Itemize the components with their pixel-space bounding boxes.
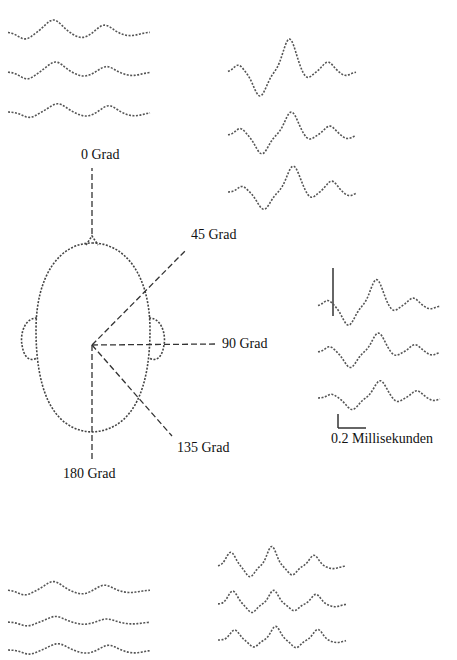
- waveform-trace: [8, 582, 150, 595]
- left-ear: [22, 318, 37, 359]
- angle-label: 90 Grad: [221, 336, 269, 352]
- direction-line: [92, 345, 172, 436]
- direction-line: [92, 344, 217, 345]
- scale-bar: [338, 427, 366, 429]
- waveform-trace: [8, 616, 150, 625]
- waveform-trace: [228, 112, 356, 154]
- scale-bar: [337, 414, 339, 428]
- direction-line: [91, 345, 92, 462]
- waveform-trace: [218, 626, 346, 647]
- angle-label: 180 Grad: [62, 466, 117, 482]
- waveform-trace: [8, 62, 150, 79]
- direction-line: [92, 250, 186, 345]
- waveform-trace: [218, 546, 346, 576]
- waveform-trace: [8, 20, 150, 39]
- nose: [86, 236, 98, 245]
- waveform-trace: [228, 39, 356, 96]
- waveform-trace: [218, 590, 346, 612]
- waveform-trace: [8, 644, 150, 654]
- waveform-trace: [318, 381, 440, 410]
- angle-label: 45 Grad: [190, 227, 238, 243]
- angle-label: 135 Grad: [176, 440, 231, 456]
- head-outline: [36, 243, 150, 432]
- waveform-trace: [318, 280, 440, 326]
- stimulus-marker: [332, 268, 334, 316]
- angle-label: 0 Grad: [80, 147, 121, 163]
- waveform-trace: [228, 166, 356, 209]
- direction-line: [91, 168, 92, 234]
- right-ear: [149, 318, 164, 359]
- waveform-trace: [8, 104, 150, 118]
- scale-label: 0.2 Millisekunden: [330, 431, 434, 447]
- waveform-trace: [318, 333, 440, 367]
